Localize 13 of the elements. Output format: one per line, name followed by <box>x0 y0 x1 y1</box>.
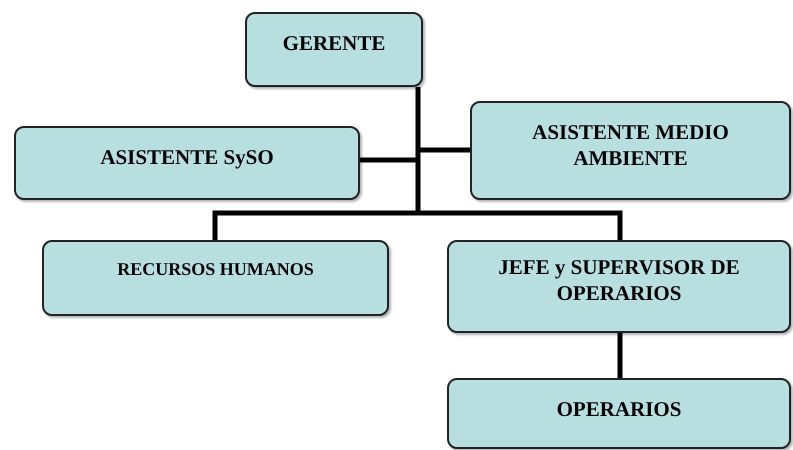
box-label: GERENTE <box>282 30 386 56</box>
org-box <box>14 126 360 200</box>
box-label: JEFE y SUPERVISOR DE OPERARIOS <box>497 254 741 306</box>
connector-line <box>618 333 622 378</box>
org-box <box>470 101 791 200</box>
box-label: OPERARIOS <box>556 396 682 422</box>
box-label: RECURSOS HUMANOS <box>117 258 314 280</box>
box-label: ASISTENTE MEDIO AMBIENTE <box>531 119 730 172</box>
org-box <box>245 12 423 87</box>
box-label: ASISTENTE SySO <box>100 144 274 170</box>
org-box <box>447 240 791 333</box>
org-box <box>447 378 791 449</box>
org-box <box>42 240 389 316</box>
